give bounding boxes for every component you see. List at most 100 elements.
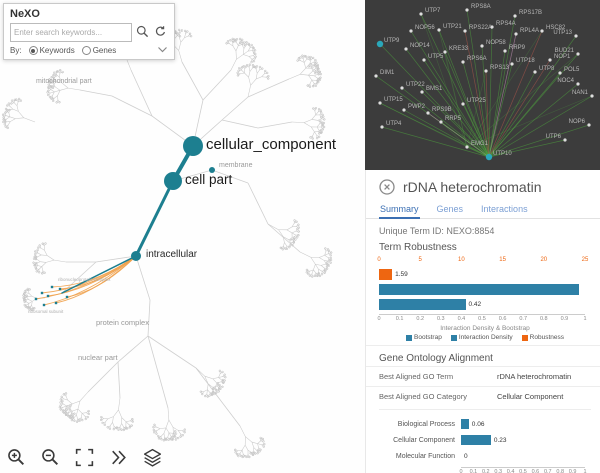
gene-node-pol5[interactable] — [558, 71, 562, 75]
gene-node-pwp2[interactable] — [402, 108, 406, 112]
gene-label-rrp9: RRP9 — [509, 45, 526, 51]
gene-node-nop58[interactable] — [480, 44, 484, 48]
gene-node-utp5[interactable] — [422, 58, 426, 62]
gene-node-utp7[interactable] — [419, 12, 423, 16]
gene-node-rpl4a[interactable] — [514, 32, 518, 36]
gene-node-dim1[interactable] — [374, 74, 378, 78]
zoom-out-button[interactable] — [40, 446, 62, 468]
refresh-icon — [154, 26, 167, 41]
gene-label-rpl4a: RPL4A — [520, 28, 539, 34]
term-node-membrane[interactable] — [209, 167, 215, 173]
term-node-cellular-component[interactable] — [183, 136, 203, 156]
gene-node-utp22[interactable] — [400, 86, 404, 90]
gene-node-rps17b[interactable] — [513, 14, 517, 18]
gene-label-rps4a: RPS4A — [496, 21, 516, 27]
gene-node-utp4[interactable] — [380, 125, 384, 129]
gene-node-nop1[interactable] — [548, 58, 552, 62]
term-id-value: NEXO:8854 — [446, 226, 495, 236]
gene-node-nop14[interactable] — [404, 47, 408, 51]
gene-label-nan1: NAN1 — [572, 90, 589, 96]
gene-node-rps8a[interactable] — [465, 8, 469, 12]
keywords-radio[interactable]: Keywords — [28, 46, 75, 55]
genes-radio[interactable]: Genes — [81, 46, 117, 55]
gene-node-rps22a[interactable] — [463, 29, 467, 33]
close-button[interactable] — [379, 179, 395, 195]
search-input[interactable] — [10, 23, 132, 42]
gene-label-emg1: EMG1 — [471, 141, 489, 147]
robustness-row: 1.59 — [379, 269, 585, 280]
gene-label-kre33: KRE33 — [449, 46, 469, 52]
search-button[interactable] — [135, 25, 150, 40]
gene-label-bud21: BUD21 — [555, 48, 575, 54]
gene-node-utp25[interactable] — [461, 102, 465, 106]
interaction-density-value: 0.42 — [468, 301, 482, 308]
gene-node-utp6[interactable] — [563, 138, 567, 142]
gene-label-pol5: POL5 — [564, 67, 580, 73]
gene-node-utp9[interactable] — [376, 40, 384, 48]
robustness-value: 1.59 — [395, 271, 408, 278]
gene-node-rps9b[interactable] — [426, 111, 430, 115]
gene-label-utp7: UTP7 — [425, 8, 441, 14]
expand-collapse-button[interactable] — [108, 446, 130, 468]
gene-label-utp21: UTP21 — [443, 24, 462, 30]
gene-node-bud21[interactable] — [576, 52, 580, 56]
gene-node-utp10[interactable] — [485, 153, 493, 161]
gene-node-noc4[interactable] — [576, 82, 580, 86]
gene-node-nan1[interactable] — [590, 94, 594, 98]
gene-label-utp8: UTP8 — [539, 66, 555, 72]
gene-label-hsc82: HSC82 — [546, 25, 566, 31]
bootstrap-row — [379, 284, 585, 295]
zoom-in-button[interactable] — [6, 446, 28, 468]
gene-node-utp8[interactable] — [533, 70, 537, 74]
fit-screen-button[interactable] — [74, 446, 96, 468]
robustness-section-title: Term Robustness — [379, 242, 457, 253]
tab-genes[interactable]: Genes — [436, 204, 464, 214]
gene-node-rrp5[interactable] — [439, 120, 443, 124]
gene-node-utp15[interactable] — [378, 101, 382, 105]
gene-label-utp4: UTP4 — [386, 121, 402, 127]
go-alignment-title: Gene Ontology Alignment — [366, 345, 600, 366]
biological-process-bar — [461, 419, 469, 429]
gene-node-utp18[interactable] — [510, 62, 514, 66]
tab-summary[interactable]: Summary — [379, 200, 420, 219]
gene-node-utp21[interactable] — [437, 28, 441, 32]
gene-node-emg1[interactable] — [465, 145, 469, 149]
genes-radio-label: Genes — [92, 46, 117, 55]
term-node-cell-part[interactable] — [164, 172, 182, 190]
gene-node-kre33[interactable] — [443, 50, 447, 54]
gene-label-utp18: UTP18 — [516, 58, 535, 64]
robustness-bars: 1.59 0.42 — [379, 269, 585, 310]
gene-node-rps6a[interactable] — [461, 60, 465, 64]
gene-label-noc4: NOC4 — [557, 78, 574, 84]
gene-label-rps6a: RPS6A — [467, 56, 487, 62]
term-title: rDNA heterochromatin — [403, 179, 542, 195]
search-row — [10, 23, 168, 42]
gene-node-utp13[interactable] — [574, 34, 578, 38]
interaction-density-bar — [379, 299, 466, 310]
chevron-down-icon[interactable] — [157, 46, 168, 55]
gene-node-rrp9[interactable] — [503, 49, 507, 53]
gene-node-rps4a[interactable] — [490, 25, 494, 29]
go-category-label: Best Aligned GO Category — [379, 392, 467, 401]
reset-search-button[interactable] — [153, 25, 168, 40]
gene-node-rps13[interactable] — [484, 69, 488, 73]
tab-interactions[interactable]: Interactions — [481, 204, 528, 214]
gene-node-hsc82[interactable] — [540, 29, 544, 33]
layers-button[interactable] — [142, 446, 164, 468]
gene-node-bms1[interactable] — [420, 90, 424, 94]
gene-label-utp9: UTP9 — [384, 38, 400, 44]
robustness-bar — [379, 269, 393, 280]
gene-node-nop56[interactable] — [409, 29, 413, 33]
gene-node-nop6[interactable] — [587, 123, 591, 127]
term-node-intracellular[interactable] — [131, 251, 141, 261]
go-category-row: Best Aligned GO Category Cellular Compon… — [366, 386, 600, 406]
